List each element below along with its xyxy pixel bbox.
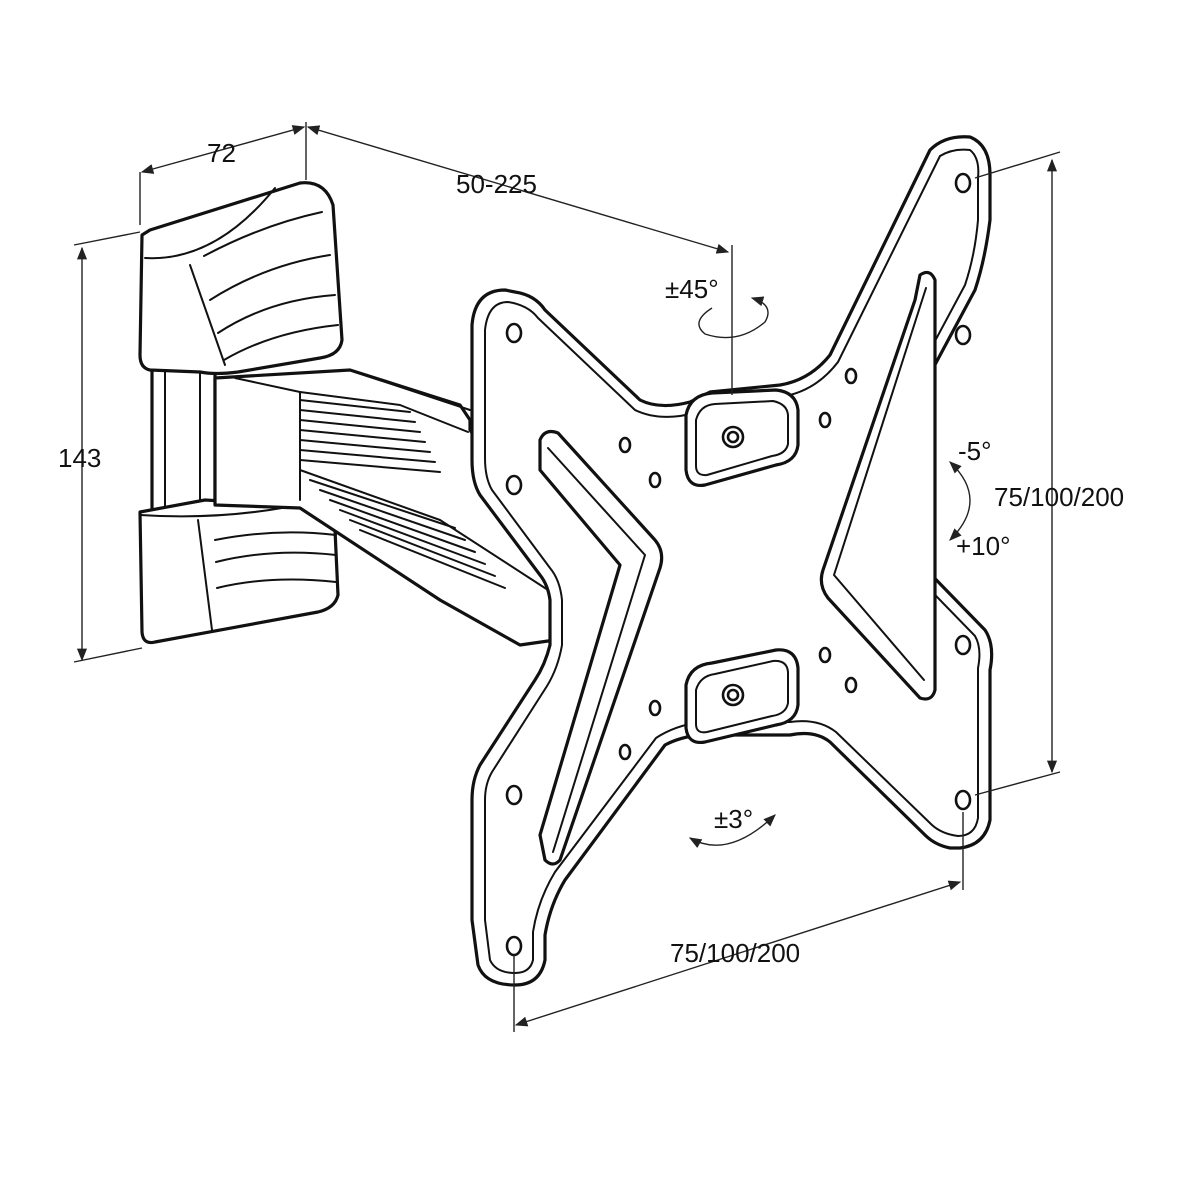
- angle-arrows: [688, 296, 971, 849]
- wall-bracket: [138, 181, 344, 645]
- height-label: 143: [58, 443, 101, 473]
- vesa-plate: [470, 135, 994, 987]
- depth-label: 72: [207, 138, 236, 168]
- swivel-arrow: [698, 296, 769, 339]
- vesa-horizontal-label: 75/100/200: [670, 938, 800, 968]
- extension-label: 50-225: [456, 169, 537, 199]
- rotation-arrow: [688, 814, 776, 849]
- bracket-lower-cap: [138, 498, 340, 645]
- rotation-angle-label: ±3°: [714, 804, 753, 834]
- dimension-lines: [73, 122, 1061, 1032]
- tilt-arrow: [949, 461, 971, 541]
- mounting-holes: [505, 172, 972, 957]
- plate-outline: [470, 135, 994, 987]
- tilt-down-angle-label: +10°: [956, 531, 1011, 561]
- swivel-angle-label: ±45°: [665, 274, 719, 304]
- bracket-upper-cap: [138, 181, 344, 376]
- tilt-up-angle-label: -5°: [958, 436, 992, 466]
- vesa-vertical-label: 75/100/200: [994, 482, 1124, 512]
